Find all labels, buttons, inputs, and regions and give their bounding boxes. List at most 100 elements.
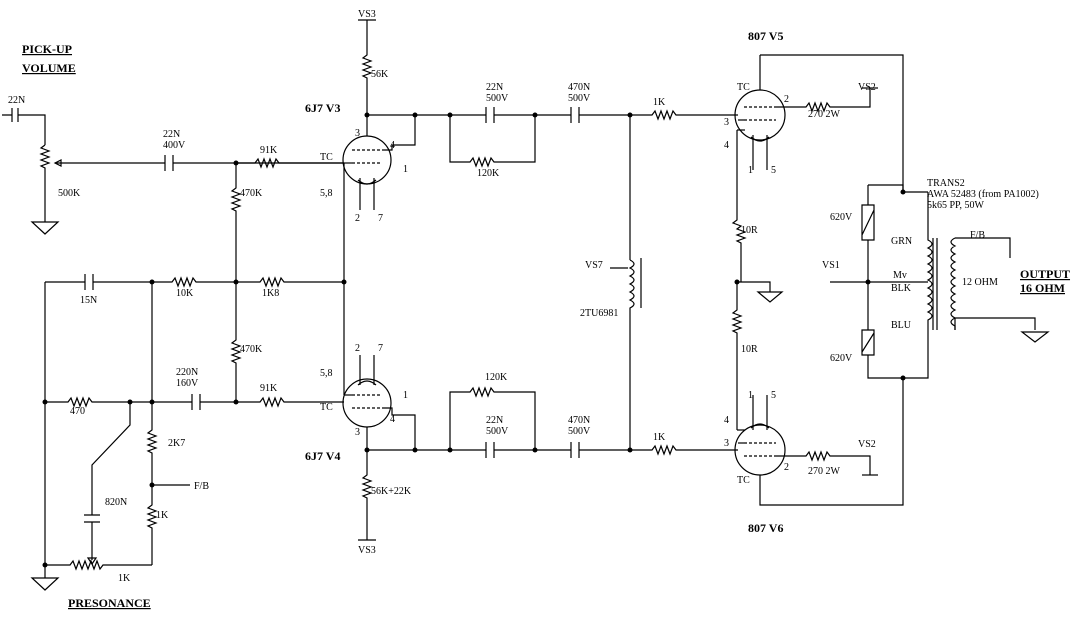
- label-fb-right: F/B: [970, 230, 985, 241]
- label-c-220n: 220N: [176, 367, 198, 378]
- label-r-91k-lower: 91K: [260, 383, 278, 394]
- pin-v6-4: 4: [724, 415, 729, 426]
- label-c-500v2-upper: 500V: [568, 93, 591, 104]
- pin-v4-3: 3: [355, 427, 360, 438]
- label-vs2-lower: VS2: [858, 439, 876, 450]
- label-r-2k7: 2K7: [168, 438, 185, 449]
- junctions: [42, 112, 906, 568]
- labels: PICK-UP VOLUME PRESONANCE OUTPUT 16 OHM …: [8, 9, 1070, 610]
- pin-v4-58: 5,8: [320, 368, 333, 379]
- pin-v6-3: 3: [724, 438, 729, 449]
- label-c-22n-in: 22N: [8, 95, 25, 106]
- label-c-400v: 400V: [163, 140, 186, 151]
- label-c-500v-lower: 500V: [486, 426, 509, 437]
- label-blu: BLU: [891, 320, 912, 331]
- pin-v6-5: 5: [771, 390, 776, 401]
- label-c-22n: 22N: [163, 129, 180, 140]
- label-vs1: VS1: [822, 260, 840, 271]
- label-trans-line2: AWA 52483 (from PA1002): [927, 189, 1039, 200]
- label-v3: 6J7 V3: [305, 101, 340, 115]
- title-16ohm: 16 OHM: [1020, 281, 1065, 295]
- pin-v4-2: 2: [355, 343, 360, 354]
- label-grn: GRN: [891, 236, 912, 247]
- label-v5: 807 V5: [748, 29, 783, 43]
- label-tc-v3: TC: [320, 152, 333, 163]
- label-c-22n-upper: 22N: [486, 82, 503, 93]
- label-vdr-lower: 620V: [830, 353, 853, 364]
- label-r-1k-lower: 1K: [653, 432, 666, 443]
- output-transformer: [830, 184, 1050, 379]
- v6-stage: [731, 281, 904, 506]
- label-r-470k-lower: 470K: [240, 344, 263, 355]
- title-output: OUTPUT: [1020, 267, 1070, 281]
- label-mv: Mv: [893, 270, 907, 281]
- pin-v3-3: 3: [355, 128, 360, 139]
- label-c-470n-lower: 470N: [568, 415, 590, 426]
- label-r-270-upper: 270 2W: [808, 109, 841, 120]
- label-r-470: 470: [70, 406, 85, 417]
- label-vdr-upper: 620V: [830, 212, 853, 223]
- pin-v3-58: 5,8: [320, 188, 333, 199]
- label-r-91k-upper: 91K: [260, 145, 278, 156]
- label-r-10r-upper: 10R: [741, 225, 758, 236]
- pin-v4-7: 7: [378, 343, 383, 354]
- pin-v4-4: 4: [390, 414, 395, 425]
- label-12ohm: 12 OHM: [962, 277, 998, 288]
- label-vs2-upper: VS2: [858, 82, 876, 93]
- title-presonance: PRESONANCE: [68, 596, 151, 610]
- pin-v4-1: 1: [403, 390, 408, 401]
- coupling-lower: [449, 310, 738, 458]
- label-v4: 6J7 V4: [305, 449, 340, 463]
- title-pickup: PICK-UP: [22, 42, 72, 56]
- v4-stage: [152, 355, 450, 541]
- label-c-22n-lower: 22N: [486, 415, 503, 426]
- label-pot-500k: 500K: [58, 188, 81, 199]
- label-r-56k: 56K: [371, 69, 389, 80]
- label-c-160v: 160V: [176, 378, 199, 389]
- label-vs7: VS7: [585, 260, 603, 271]
- label-r-1k-upper: 1K: [653, 97, 666, 108]
- label-tc-v5: TC: [737, 82, 750, 93]
- label-r-56k22k: 56K+22K: [371, 486, 412, 497]
- pin-v6-1: 1: [748, 390, 753, 401]
- label-vs3-top: VS3: [358, 9, 376, 20]
- label-fb-left: F/B: [194, 481, 209, 492]
- label-pot-1k: 1K: [118, 573, 131, 584]
- pin-v5-1: 1: [748, 165, 753, 176]
- label-r-120k-upper: 120K: [477, 168, 500, 179]
- label-c-470n-upper: 470N: [568, 82, 590, 93]
- label-r-10r-lower: 10R: [741, 344, 758, 355]
- pin-v5-5: 5: [771, 165, 776, 176]
- pin-v5-3: 3: [724, 117, 729, 128]
- label-r-270-lower: 270 2W: [808, 466, 841, 477]
- label-r-470k-upper: 470K: [240, 188, 263, 199]
- label-r-120k-lower: 120K: [485, 372, 508, 383]
- presonance-network: [30, 396, 190, 591]
- label-vs3-bottom: VS3: [358, 545, 376, 556]
- label-c-15n: 15N: [80, 295, 97, 306]
- label-trans-line3: 5k65 PP, 50W: [927, 200, 985, 211]
- coupling-upper: [449, 107, 738, 260]
- label-r-1k8: 1K8: [262, 288, 279, 299]
- label-c-500v-upper: 500V: [486, 93, 509, 104]
- label-choke: 2TU6981: [580, 308, 618, 319]
- choke-2tu6981: [610, 258, 642, 310]
- label-tc-v4: TC: [320, 402, 333, 413]
- pin-v3-7: 7: [378, 213, 383, 224]
- pin-v6-2: 2: [784, 462, 789, 473]
- pin-v5-2: 2: [784, 94, 789, 105]
- mid-network: [44, 274, 344, 565]
- label-v6: 807 V6: [748, 521, 783, 535]
- label-r-10k: 10K: [176, 288, 194, 299]
- pin-v3-2: 2: [355, 213, 360, 224]
- label-r-1k-pres: 1K: [156, 510, 169, 521]
- label-tc-v6: TC: [737, 475, 750, 486]
- v5-stage: [731, 54, 904, 282]
- label-c-500v2-lower: 500V: [568, 426, 591, 437]
- input-section: [2, 108, 344, 235]
- pin-v3-1: 1: [403, 164, 408, 175]
- pin-v3-4: 4: [390, 140, 395, 151]
- v3-stage: [230, 19, 450, 395]
- label-blk: BLK: [891, 283, 912, 294]
